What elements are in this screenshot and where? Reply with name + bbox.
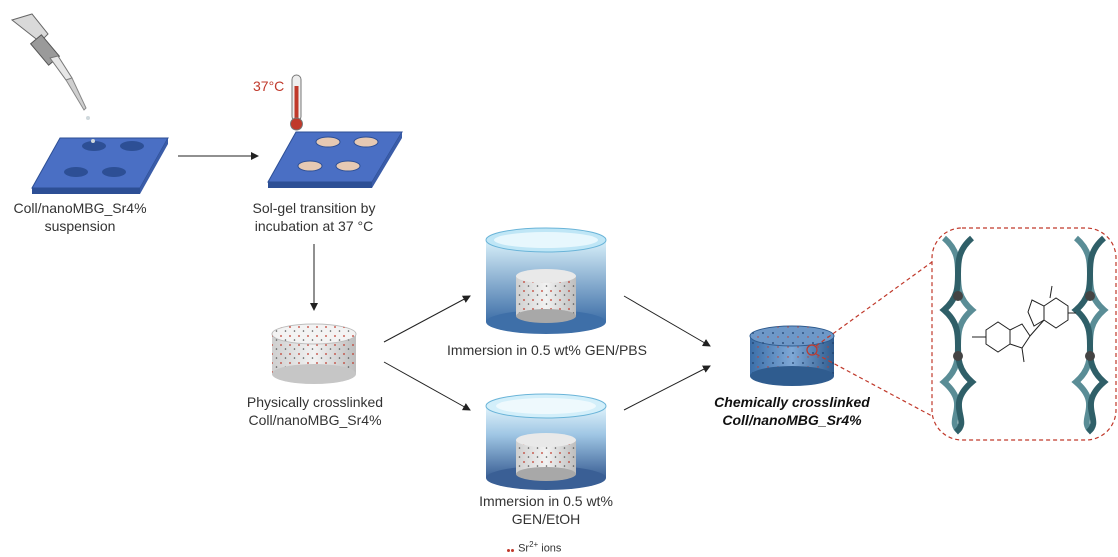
immersion-etoh-label-line1: Immersion in 0.5 wt% bbox=[479, 493, 613, 509]
solgel-label-line2: incubation at 37 °C bbox=[254, 218, 374, 234]
ion-dot-icon bbox=[507, 548, 510, 552]
zoom-panel bbox=[931, 227, 1117, 441]
immersion-etoh-label-line2: GEN/EtOH bbox=[511, 511, 581, 527]
legend-suffix: ions bbox=[538, 542, 562, 555]
chemical-label-line1: Chemically crosslinked bbox=[714, 394, 870, 410]
immersion-pbs-label: Immersion in 0.5 wt% GEN/PBS bbox=[447, 342, 647, 358]
temperature-label: 37°C bbox=[253, 78, 285, 94]
suspension-label-line1: Coll/nanoMBG_Sr4% bbox=[13, 200, 147, 216]
legend: Sr2+ ions bbox=[507, 540, 561, 555]
thermometer-icon bbox=[290, 74, 303, 131]
solgel-label: Sol-gel transition by incubation at 37 °… bbox=[236, 199, 392, 235]
physical-label-line1: Physically crosslinked bbox=[246, 394, 384, 410]
ion-dot-icon bbox=[511, 548, 514, 552]
physical-label-line2: Coll/nanoMBG_Sr4% bbox=[248, 412, 382, 428]
physical-label: Physically crosslinked Coll/nanoMBG_Sr4% bbox=[230, 393, 400, 429]
immersion-etoh-label: Immersion in 0.5 wt% GEN/EtOH bbox=[456, 492, 636, 528]
suspension-label: Coll/nanoMBG_Sr4% suspension bbox=[10, 199, 150, 235]
suspension-label-line2: suspension bbox=[44, 218, 116, 234]
arrow-to-pbs bbox=[383, 295, 471, 343]
genipin-structure-icon bbox=[972, 285, 1076, 363]
zoom-line-top bbox=[815, 261, 933, 347]
beaker-pbs bbox=[485, 227, 607, 334]
zoom-line-bottom bbox=[815, 353, 933, 417]
well-plate-incubated bbox=[267, 131, 403, 188]
pipette-icon bbox=[10, 13, 90, 120]
solgel-label-line1: Sol-gel transition by bbox=[252, 200, 376, 216]
well-plate-suspension bbox=[31, 137, 169, 194]
arrow-to-etoh bbox=[383, 361, 471, 411]
arrow-from-pbs bbox=[623, 295, 711, 347]
arrow-from-etoh bbox=[623, 365, 711, 411]
beaker-etoh bbox=[485, 393, 607, 490]
legend-ion: Sr bbox=[518, 542, 530, 555]
chemical-label: Chemically crosslinked Coll/nanoMBG_Sr4% bbox=[706, 393, 878, 429]
legend-ion-charge: 2+ bbox=[529, 540, 539, 549]
chemical-label-line2: Coll/nanoMBG_Sr4% bbox=[722, 412, 862, 428]
collagen-helix-icon bbox=[939, 235, 1109, 435]
chemical-scaffold bbox=[749, 325, 835, 386]
physical-scaffold bbox=[271, 323, 357, 384]
